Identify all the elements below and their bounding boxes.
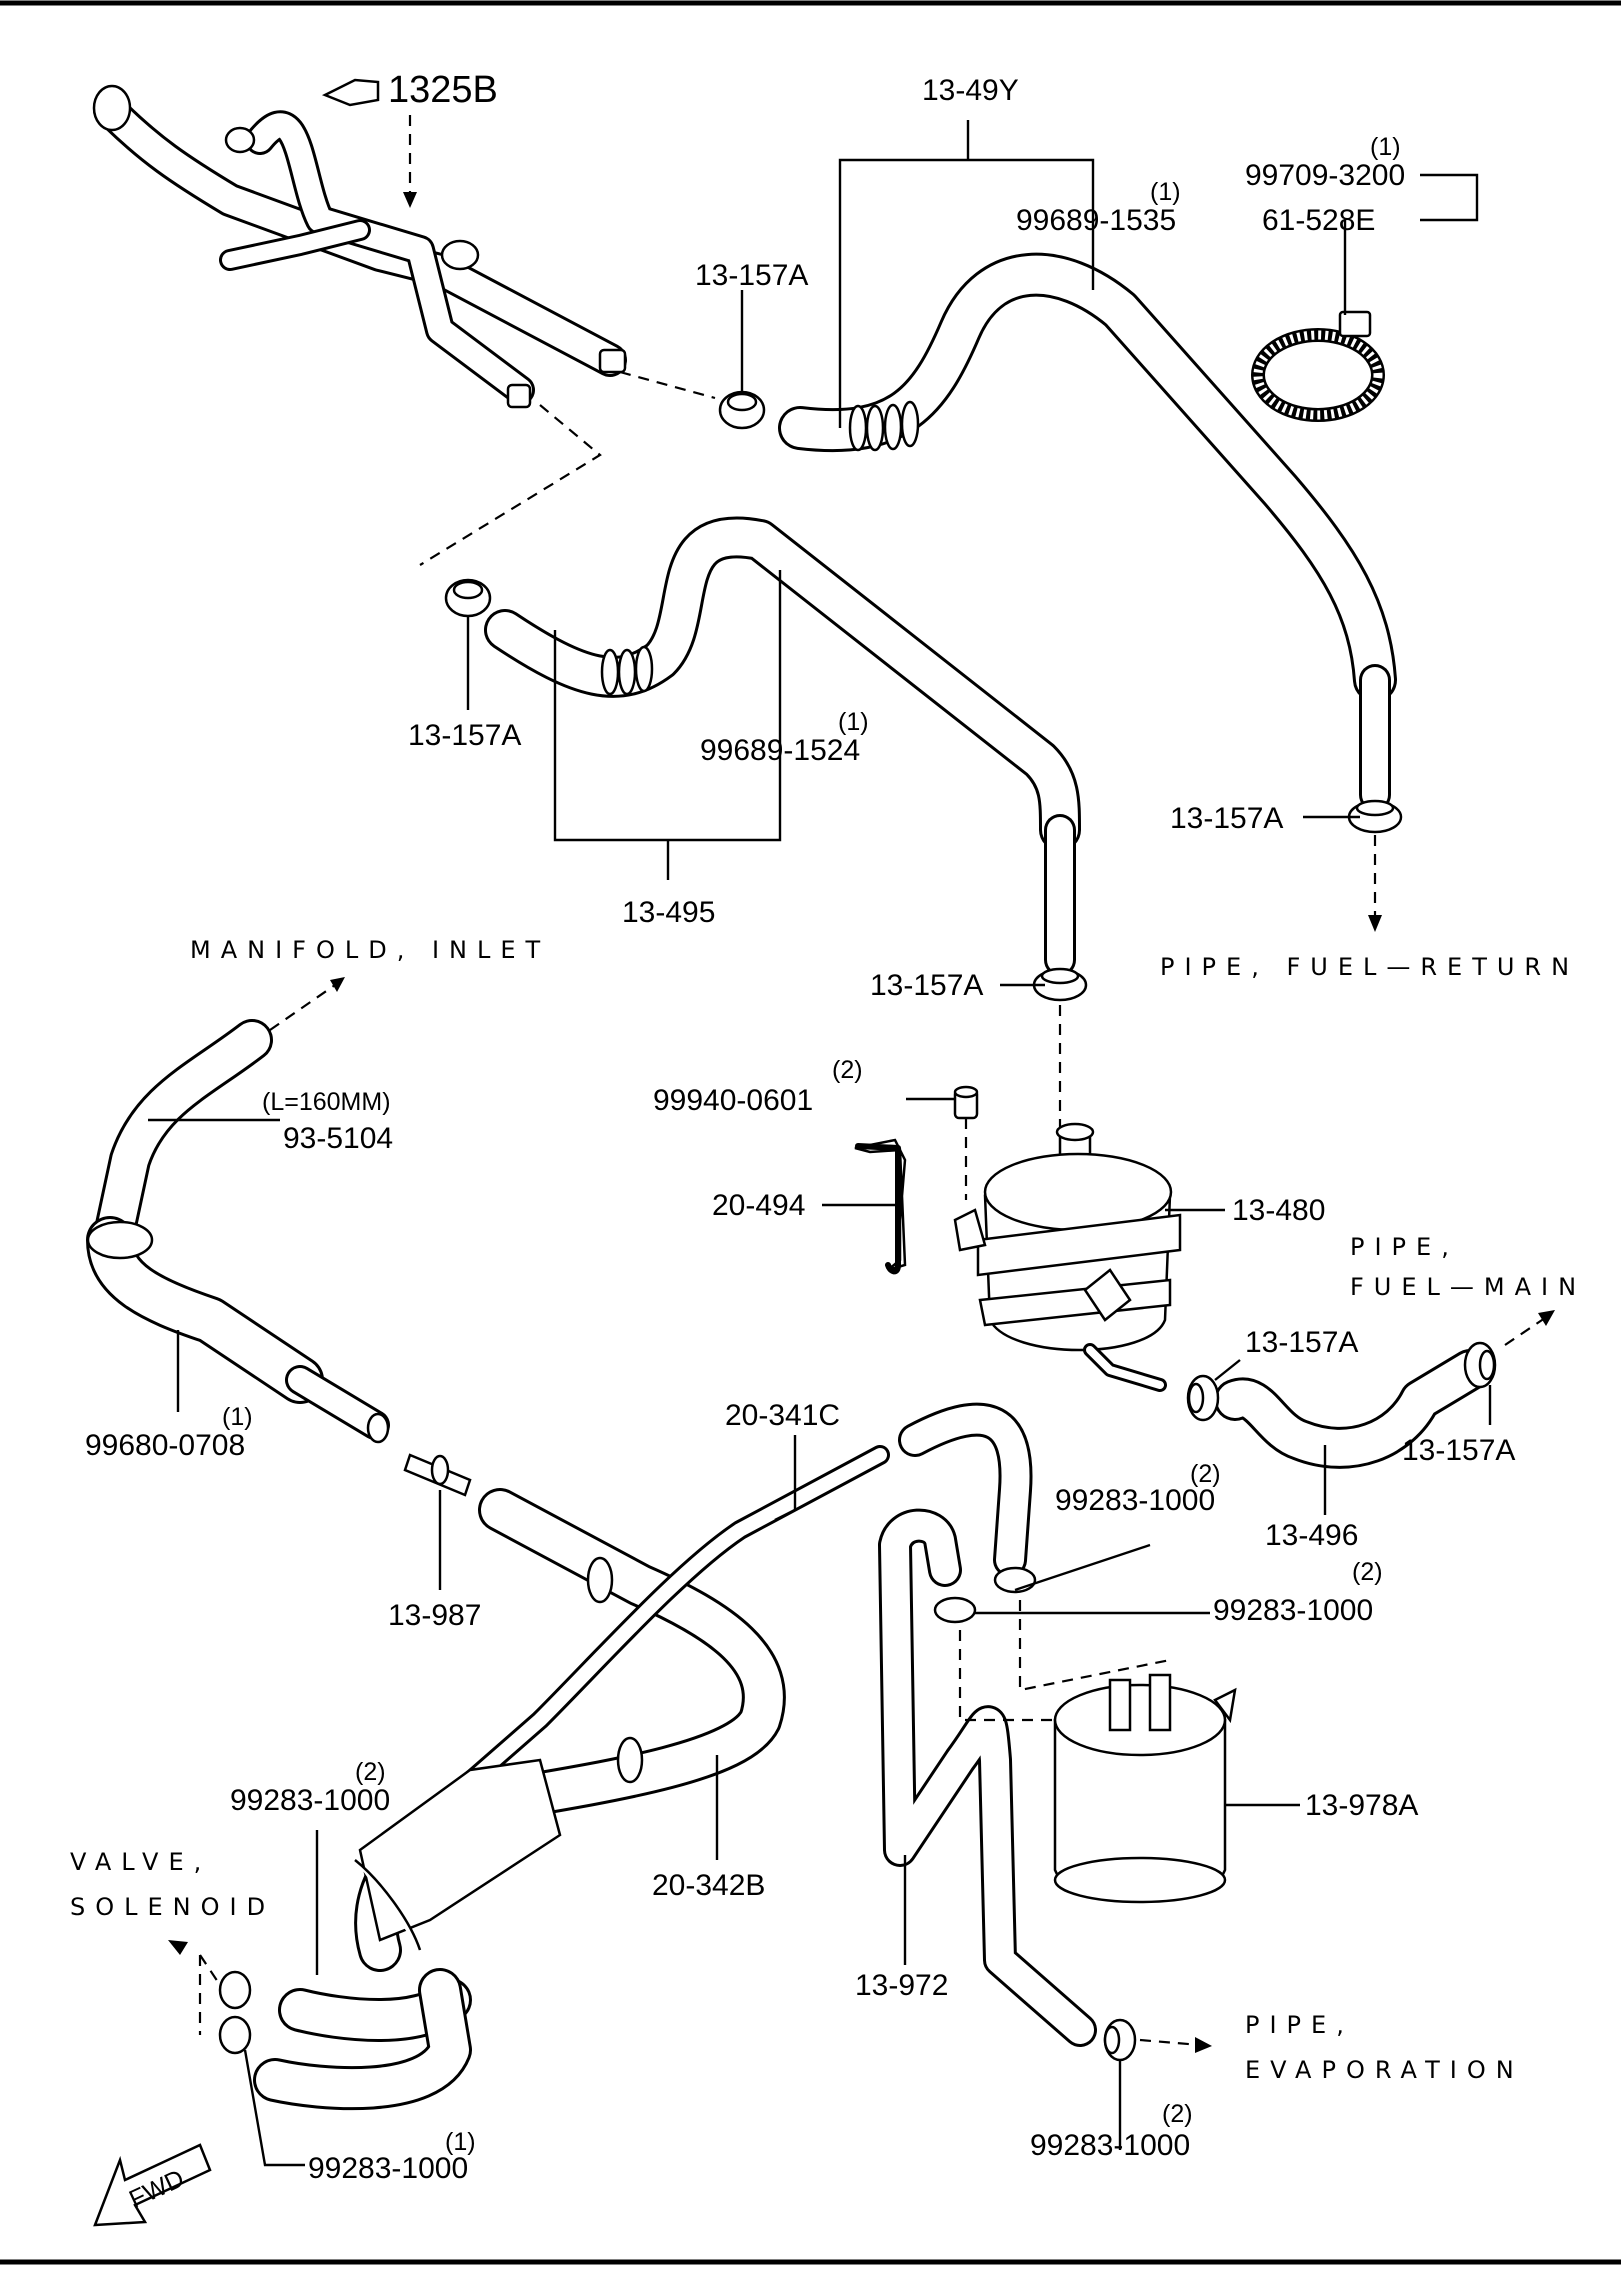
label-13-157A-mid: 13-157A <box>870 969 983 1002</box>
bracket-20-494 <box>854 1138 987 1275</box>
dest-pipe-evap-1: PIPE, <box>1245 2011 1354 2039</box>
band-clamp-61-528E <box>1251 310 1385 422</box>
label-99283-1000-e-qty: (2) <box>1162 2100 1193 2128</box>
label-99709-3200: 99709-3200 <box>1245 159 1405 192</box>
arrow-evaporation <box>1139 2037 1212 2053</box>
label-13-496: 13-496 <box>1265 1519 1358 1552</box>
fwd-arrow-icon: FWD <box>93 2143 212 2227</box>
label-99940-0601: 99940-0601 <box>653 1084 813 1117</box>
connector-13-987 <box>403 1453 472 1497</box>
leader-lines <box>148 120 1492 2167</box>
label-99283-1000-c: 99283-1000 <box>230 1784 390 1817</box>
reference-pipe-assembly <box>92 84 627 409</box>
label-20-342B: 20-342B <box>652 1869 765 1902</box>
label-99709-3200-qty: (1) <box>1370 133 1401 161</box>
dest-valve-solenoid-1: VALVE, <box>70 1848 211 1876</box>
clamp-13-157A-fm <box>1186 1374 1220 1422</box>
hose-20-341C <box>450 1402 1033 1800</box>
pointing-hand-icon <box>321 78 380 107</box>
label-99680-0708-qty: (1) <box>222 1403 253 1431</box>
label-99689-1535-qty: (1) <box>1150 178 1181 206</box>
arrow-manifold-inlet <box>269 977 345 1031</box>
label-99940-0601-qty: (2) <box>832 1056 863 1084</box>
canister-13-978A <box>1053 1673 1237 1904</box>
label-99283-1000-b-qty: (2) <box>1352 1558 1383 1586</box>
dest-pipe-fuel-main-2: FUEL—MAIN <box>1350 1273 1586 1301</box>
label-99689-1535: 99689-1535 <box>1016 204 1176 237</box>
label-13-157A-right: 13-157A <box>1170 802 1283 835</box>
label-99283-1000-d-qty: (1) <box>445 2128 476 2156</box>
clamp-13-157A-top <box>718 390 766 430</box>
label-99689-1524: 99689-1524 <box>700 734 860 767</box>
label-13-978A: 13-978A <box>1305 1789 1418 1822</box>
label-61-528E: 61-528E <box>1262 204 1375 237</box>
clamp-13-157A-left <box>444 578 492 618</box>
label-99283-1000-d: 99283-1000 <box>308 2152 468 2185</box>
hose-13-972 <box>878 1508 1097 2047</box>
label-13-987: 13-987 <box>388 1599 481 1632</box>
dest-pipe-fuel-return: PIPE, FUEL—RETURN <box>1160 953 1579 981</box>
clamp-99283-1000-evap <box>1103 2018 1137 2062</box>
label-99283-1000-c-qty: (2) <box>355 1758 386 1786</box>
label-99680-0708: 99680-0708 <box>85 1429 245 1462</box>
hose-93-5104 <box>94 1019 273 1251</box>
pointer-reference: 1325B <box>321 69 498 208</box>
clamp-13-157A-fm2 <box>1463 1341 1497 1389</box>
clamps-99283-1000-canister <box>933 1566 1037 1624</box>
canister-13-480 <box>976 1005 1182 1392</box>
hose-13-496 <box>1214 1349 1491 1469</box>
part-labels: 13-49Y (1) 99689-1535 (1) 99709-3200 61-… <box>85 74 1515 2185</box>
muffler-20-342B <box>354 1758 562 1951</box>
arrow-fuel-return <box>1368 835 1382 932</box>
label-13-480: 13-480 <box>1232 1194 1325 1227</box>
label-99283-1000-b: 99283-1000 <box>1213 1594 1373 1627</box>
reference-code: 1325B <box>388 69 498 111</box>
nut-99940-0601 <box>953 1085 979 1200</box>
label-13-49Y: 13-49Y <box>922 74 1019 107</box>
label-99283-1000-a-qty: (2) <box>1190 1460 1221 1488</box>
dest-valve-solenoid-2: SOLENOID <box>70 1893 275 1921</box>
label-13-157A-fm2: 13-157A <box>1402 1434 1515 1467</box>
label-99689-1524-qty: (1) <box>838 708 869 736</box>
hose-13-49Y <box>778 252 1397 811</box>
dest-manifold-inlet: MANIFOLD, INLET <box>190 936 550 964</box>
label-13-972: 13-972 <box>855 1969 948 2002</box>
hose-99680-0708 <box>86 1216 390 1444</box>
hose-13-495 <box>484 516 1081 976</box>
destination-labels: MANIFOLD, INLET PIPE, FUEL—RETURN PIPE, … <box>70 936 1586 2084</box>
arrow-fuel-main <box>1504 1310 1555 1346</box>
label-20-341C: 20-341C <box>725 1399 840 1432</box>
label-20-494: 20-494 <box>712 1189 805 1222</box>
label-l160: (L=160MM) <box>262 1088 391 1116</box>
label-93-5104: 93-5104 <box>283 1122 393 1155</box>
label-99283-1000-a: 99283-1000 <box>1055 1484 1215 1517</box>
label-13-495: 13-495 <box>622 896 715 929</box>
label-99283-1000-e: 99283-1000 <box>1030 2129 1190 2162</box>
label-13-157A-left: 13-157A <box>408 719 521 752</box>
clamp-13-157A-right <box>1347 799 1403 834</box>
dest-pipe-fuel-main-1: PIPE, <box>1350 1233 1459 1261</box>
label-13-157A-fm: 13-157A <box>1245 1326 1358 1359</box>
label-13-157A-top: 13-157A <box>695 259 808 292</box>
clamps-valve-solenoid <box>218 1970 252 2055</box>
dest-pipe-evap-2: EVAPORATION <box>1245 2056 1524 2084</box>
arrow-valve-solenoid <box>168 1940 188 1955</box>
